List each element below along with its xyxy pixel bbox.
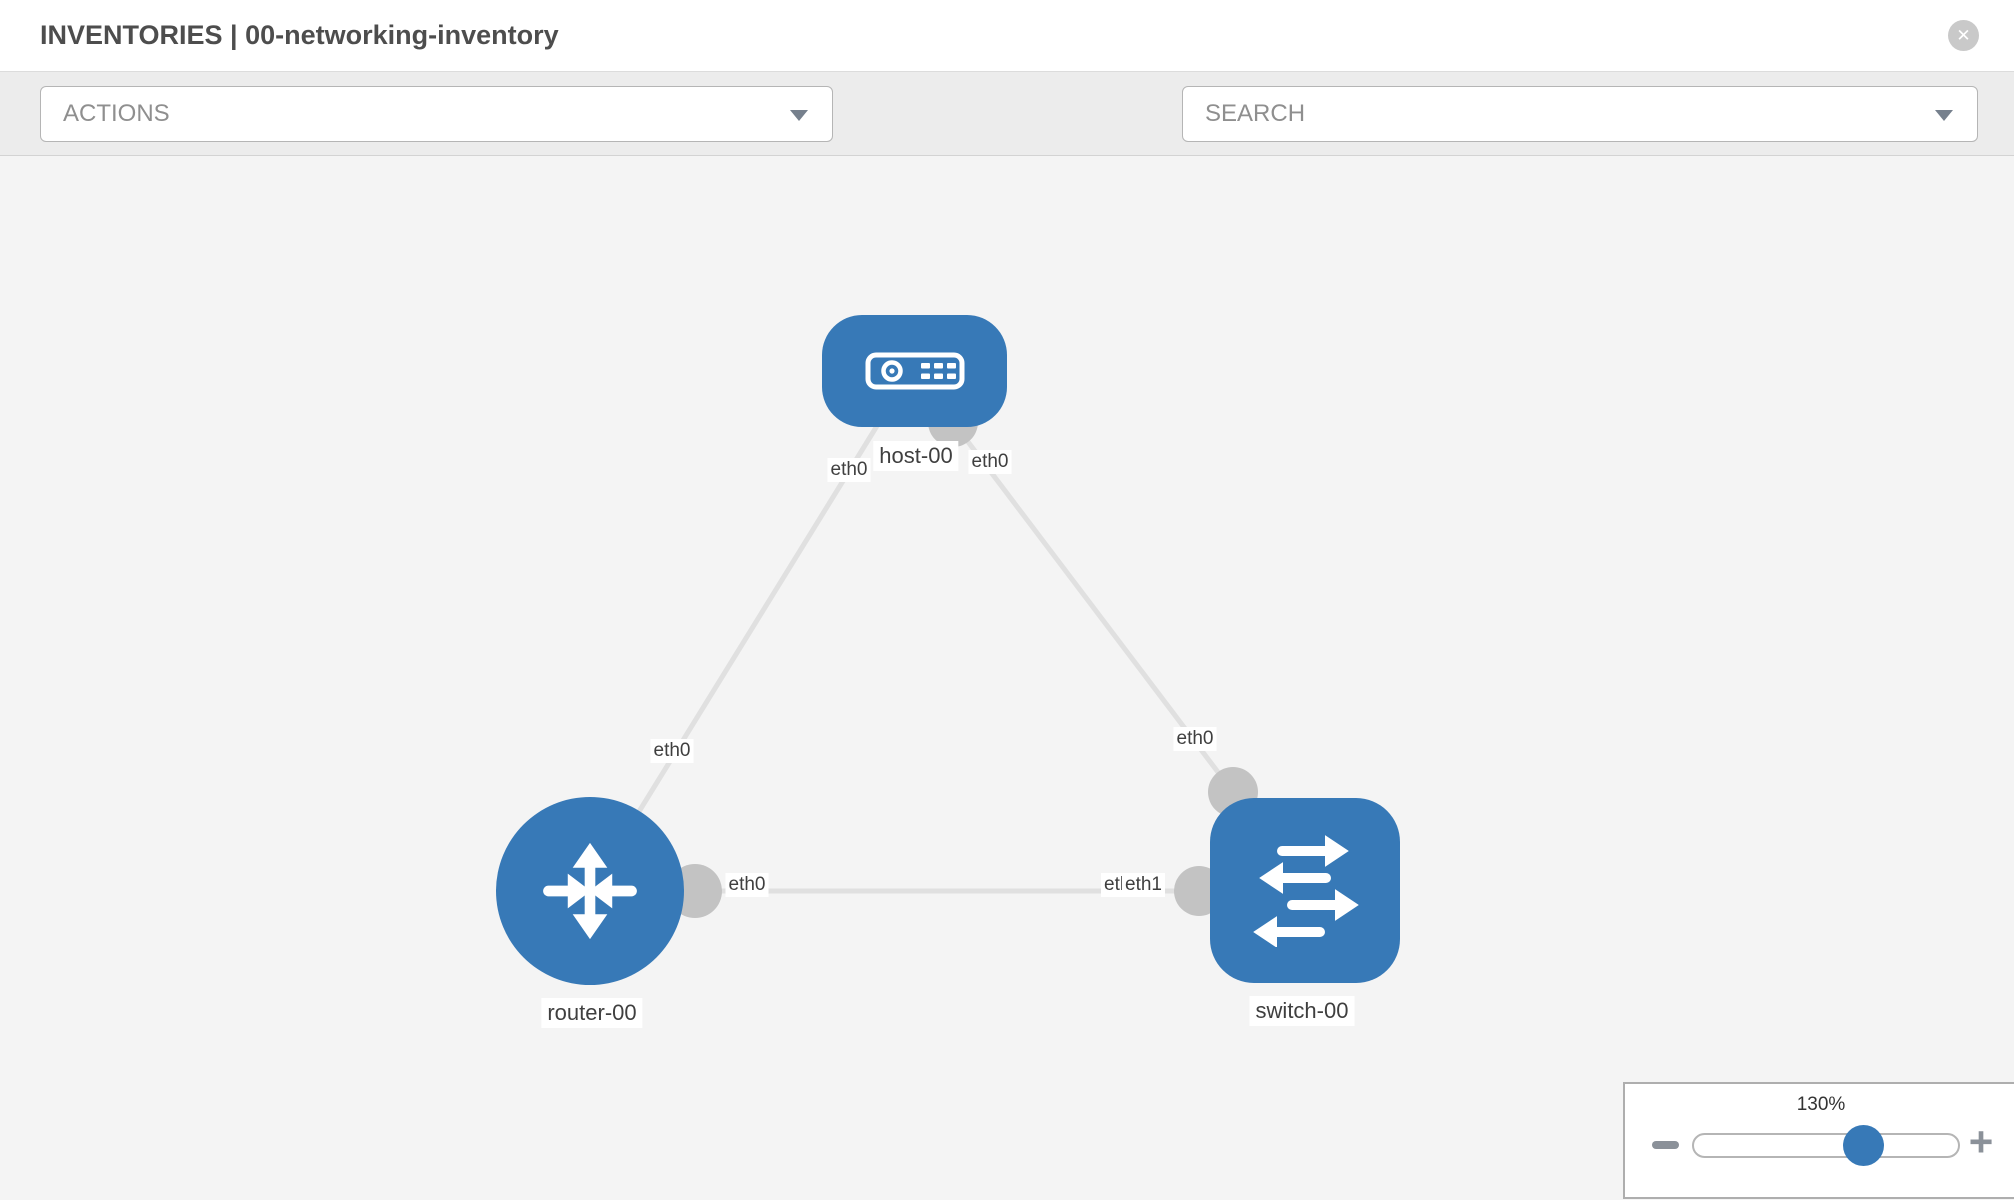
interface-label-switch-occluded: eth0 [1101,873,1125,897]
interface-label-switch-eth0-to-host: eth0 [1173,727,1217,751]
interface-label-host-eth0-to-switch: eth0 [968,450,1012,474]
node-switch-00[interactable] [1210,798,1400,983]
header: INVENTORIES | 00-networking-inventory ✕ [0,0,2014,72]
chevron-down-icon [790,110,808,121]
toolbar: ACTIONS SEARCH [0,72,2014,209]
zoom-out-button[interactable] [1652,1141,1679,1149]
host-icon [865,352,964,390]
node-router-00[interactable] [496,797,684,985]
close-icon: ✕ [1956,26,1971,45]
router-icon [543,842,637,940]
chevron-down-icon [1935,110,1953,121]
zoom-in-button[interactable]: + [1968,1118,1994,1165]
interface-label-router-eth0-to-host: eth0 [650,739,694,763]
topology-links-layer [587,397,1258,918]
switch-icon [1253,834,1359,947]
search-dropdown[interactable]: SEARCH [1182,86,1978,142]
actions-dropdown[interactable]: ACTIONS [40,86,833,142]
node-label-host-00[interactable]: host-00 [873,441,959,471]
zoom-slider-thumb[interactable] [1842,1125,1884,1166]
close-button[interactable]: ✕ [1948,20,1979,51]
actions-dropdown-label: ACTIONS [63,100,170,127]
topology-canvas[interactable]: host-00 router-00 switch-00 eth0 eth0 et… [0,156,2014,1200]
page-title: INVENTORIES | 00-networking-inventory [40,20,559,50]
zoom-control-panel: 130% + [1623,1082,2014,1199]
node-label-router-00[interactable]: router-00 [541,998,643,1028]
zoom-level-value: 130% [1796,1094,1846,1115]
node-host-00[interactable] [822,315,1007,427]
zoom-slider[interactable] [1692,1125,1960,1166]
node-label-switch-00[interactable]: switch-00 [1249,996,1355,1026]
interface-label-router-eth0-to-switch: eth0 [725,873,769,897]
interface-label-host-eth0-to-router: eth0 [827,458,871,482]
search-dropdown-label: SEARCH [1205,100,1306,127]
interface-label-switch-eth1-to-router: eth1 [1122,873,1165,897]
